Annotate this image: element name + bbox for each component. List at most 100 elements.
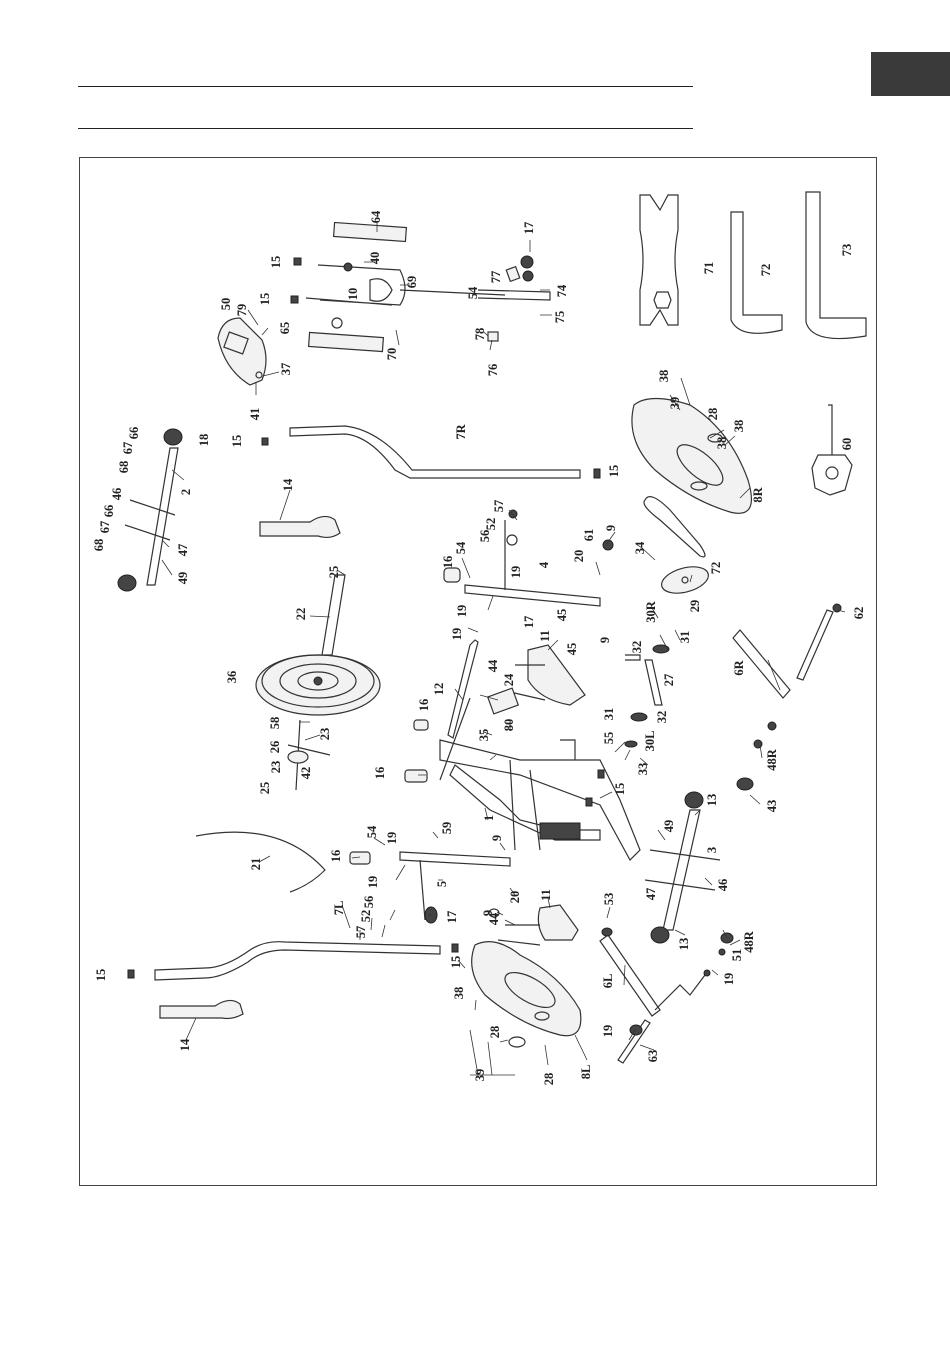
callout-22: 22	[294, 608, 308, 621]
bolts-lower-left	[469, 1029, 526, 1076]
callout-44b: 44	[487, 912, 501, 925]
callout-16b: 16	[417, 699, 431, 712]
callout-65: 65	[278, 322, 292, 335]
callout-66b: 66	[102, 505, 116, 518]
rear-arm-6L	[599, 927, 734, 1064]
callout-45a: 45	[555, 609, 569, 622]
callout-21: 21	[249, 858, 263, 871]
callout-13a: 13	[705, 794, 719, 807]
callout-9d: 9	[481, 910, 495, 916]
callout-19g: 19	[601, 1025, 615, 1038]
leader-lines	[161, 222, 846, 1066]
callout-25a: 25	[327, 566, 341, 579]
callout-26: 26	[268, 741, 282, 754]
callout-60: 60	[840, 438, 854, 451]
section-tab	[871, 52, 950, 96]
pedal-top	[486, 644, 586, 715]
callout-52a: 52	[484, 518, 498, 531]
callout-38a: 38	[657, 370, 671, 383]
callout-28b: 28	[488, 1026, 502, 1039]
callout-68b: 68	[92, 539, 106, 552]
callout-15b: 15	[258, 293, 272, 306]
callout-80: 80	[502, 719, 516, 732]
callout-3: 3	[705, 847, 719, 853]
callout-15d: 15	[607, 465, 621, 478]
callout-28a: 28	[706, 408, 720, 421]
callout-59: 59	[440, 822, 454, 835]
callout-49b: 49	[662, 820, 676, 833]
handlebar-7R	[261, 425, 601, 479]
callout-77: 77	[489, 271, 503, 284]
callout-38b: 38	[715, 437, 729, 450]
callout-71: 71	[702, 262, 716, 275]
flywheel	[255, 574, 381, 791]
stabilizer-front	[117, 428, 183, 592]
callout-44a: 44	[486, 659, 500, 672]
callout-19b: 19	[455, 605, 469, 618]
callout-47a: 47	[176, 544, 190, 557]
belt-pulley	[643, 496, 709, 594]
callout-62: 62	[852, 607, 866, 620]
callout-53: 53	[602, 893, 616, 906]
callout-19c: 19	[450, 628, 464, 641]
callout-15a: 15	[269, 256, 283, 269]
callout-27: 27	[662, 674, 676, 687]
header-rule-top	[78, 86, 693, 87]
callout-9a: 9	[604, 525, 618, 531]
callout-1: 1	[482, 815, 496, 821]
callout-54a: 54	[466, 286, 480, 299]
callout-46a: 46	[110, 488, 124, 501]
callout-50: 50	[219, 298, 233, 311]
callout-17c: 17	[445, 911, 459, 924]
callout-66a: 66	[127, 427, 141, 440]
callout-19e: 19	[366, 876, 380, 889]
cable-21	[195, 831, 326, 893]
callout-49a: 49	[176, 572, 190, 585]
callout-45b: 45	[565, 643, 579, 656]
handlebar-7L	[127, 941, 459, 981]
callout-41: 41	[248, 408, 262, 421]
callout-51: 51	[730, 949, 744, 962]
callout-57a: 57	[492, 500, 506, 513]
arm-4	[443, 509, 614, 607]
callout-29: 29	[688, 600, 702, 613]
callout-40: 40	[368, 252, 382, 265]
callout-48Ra: 48R	[765, 748, 779, 771]
callout-39b: 39	[473, 1069, 487, 1082]
rear-arm-6R	[732, 603, 842, 791]
callout-58: 58	[268, 717, 282, 730]
stabilizer-rear	[644, 791, 721, 944]
callout-28c: 28	[542, 1073, 556, 1086]
callout-9c: 9	[490, 835, 504, 841]
callout-16a: 16	[441, 556, 455, 569]
callout-67b: 67	[98, 521, 112, 534]
callout-46b: 46	[716, 879, 730, 892]
callout-36: 36	[225, 671, 239, 684]
callout-31b: 31	[602, 708, 616, 721]
callout-16c: 16	[373, 767, 387, 780]
callout-55: 55	[602, 732, 616, 745]
callout-11a: 11	[538, 630, 552, 642]
callout-79: 79	[235, 304, 249, 317]
callout-19d: 19	[385, 832, 399, 845]
callout-43: 43	[765, 800, 779, 813]
callout-7R: 7R	[454, 423, 468, 439]
callout-68a: 68	[117, 461, 131, 474]
callout-32b: 32	[655, 711, 669, 724]
callout-78: 78	[473, 328, 487, 341]
callout-11b: 11	[539, 889, 553, 901]
callout-34: 34	[633, 541, 647, 554]
callout-5: 5	[435, 881, 449, 887]
callout-52b: 52	[359, 910, 373, 923]
crank	[624, 644, 670, 748]
callout-70: 70	[385, 348, 399, 361]
callout-63: 63	[646, 1050, 660, 1063]
header-rule-bottom	[78, 128, 693, 129]
callout-74: 74	[555, 284, 569, 297]
callout-72a: 72	[759, 264, 773, 277]
callout-19a: 19	[509, 566, 523, 579]
callout-15c: 15	[230, 435, 244, 448]
callout-15g: 15	[94, 969, 108, 982]
callout-39a: 39	[668, 397, 682, 410]
